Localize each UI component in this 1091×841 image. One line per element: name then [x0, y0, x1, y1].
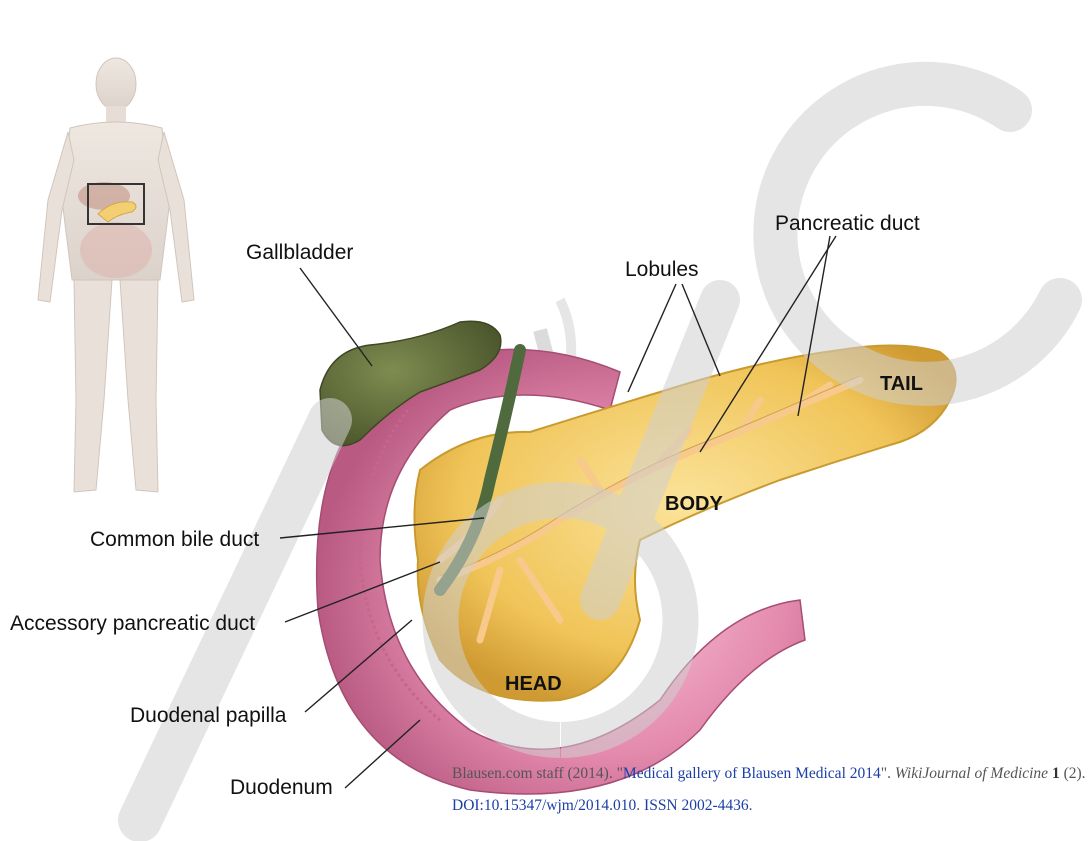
citation-after-title: ". [881, 765, 895, 782]
figure-head [96, 58, 136, 110]
citation-journal: WikiJournal of Medicine [895, 765, 1048, 782]
figure-right-leg [120, 280, 158, 492]
label-accessory-pancreatic-duct: Accessory pancreatic duct [10, 612, 255, 635]
citation-issue: (2). [1060, 765, 1086, 782]
citation-sep: . [636, 797, 644, 814]
figure-neck [106, 106, 126, 124]
label-duodenal-papilla: Duodenal papilla [130, 704, 287, 727]
label-pancreatic-duct: Pancreatic duct [775, 212, 920, 235]
citation-title-link[interactable]: Medical gallery of Blausen Medical 2014 [623, 765, 881, 782]
citation-end: . [749, 797, 753, 814]
citation-authors: Blausen.com staff (2014). " [452, 765, 623, 782]
label-body: BODY [665, 493, 723, 515]
leader-gallbladder [300, 268, 372, 366]
human-figure-inset [38, 58, 194, 492]
label-lobules: Lobules [625, 258, 699, 281]
label-common-bile-duct: Common bile duct [90, 528, 259, 551]
citation-issn-link[interactable]: ISSN 2002-4436 [644, 797, 749, 814]
citation-doi-link[interactable]: DOI:10.15347/wjm/2014.010 [452, 797, 636, 814]
label-head: HEAD [505, 673, 562, 695]
figure-left-leg [74, 280, 112, 492]
label-duodenum: Duodenum [230, 776, 333, 799]
citation: Blausen.com staff (2014). "Medical galle… [452, 758, 1088, 822]
figure-intestines [80, 222, 152, 278]
label-gallbladder: Gallbladder [246, 241, 353, 264]
label-tail: TAIL [880, 373, 923, 395]
citation-volume: 1 [1052, 765, 1060, 782]
